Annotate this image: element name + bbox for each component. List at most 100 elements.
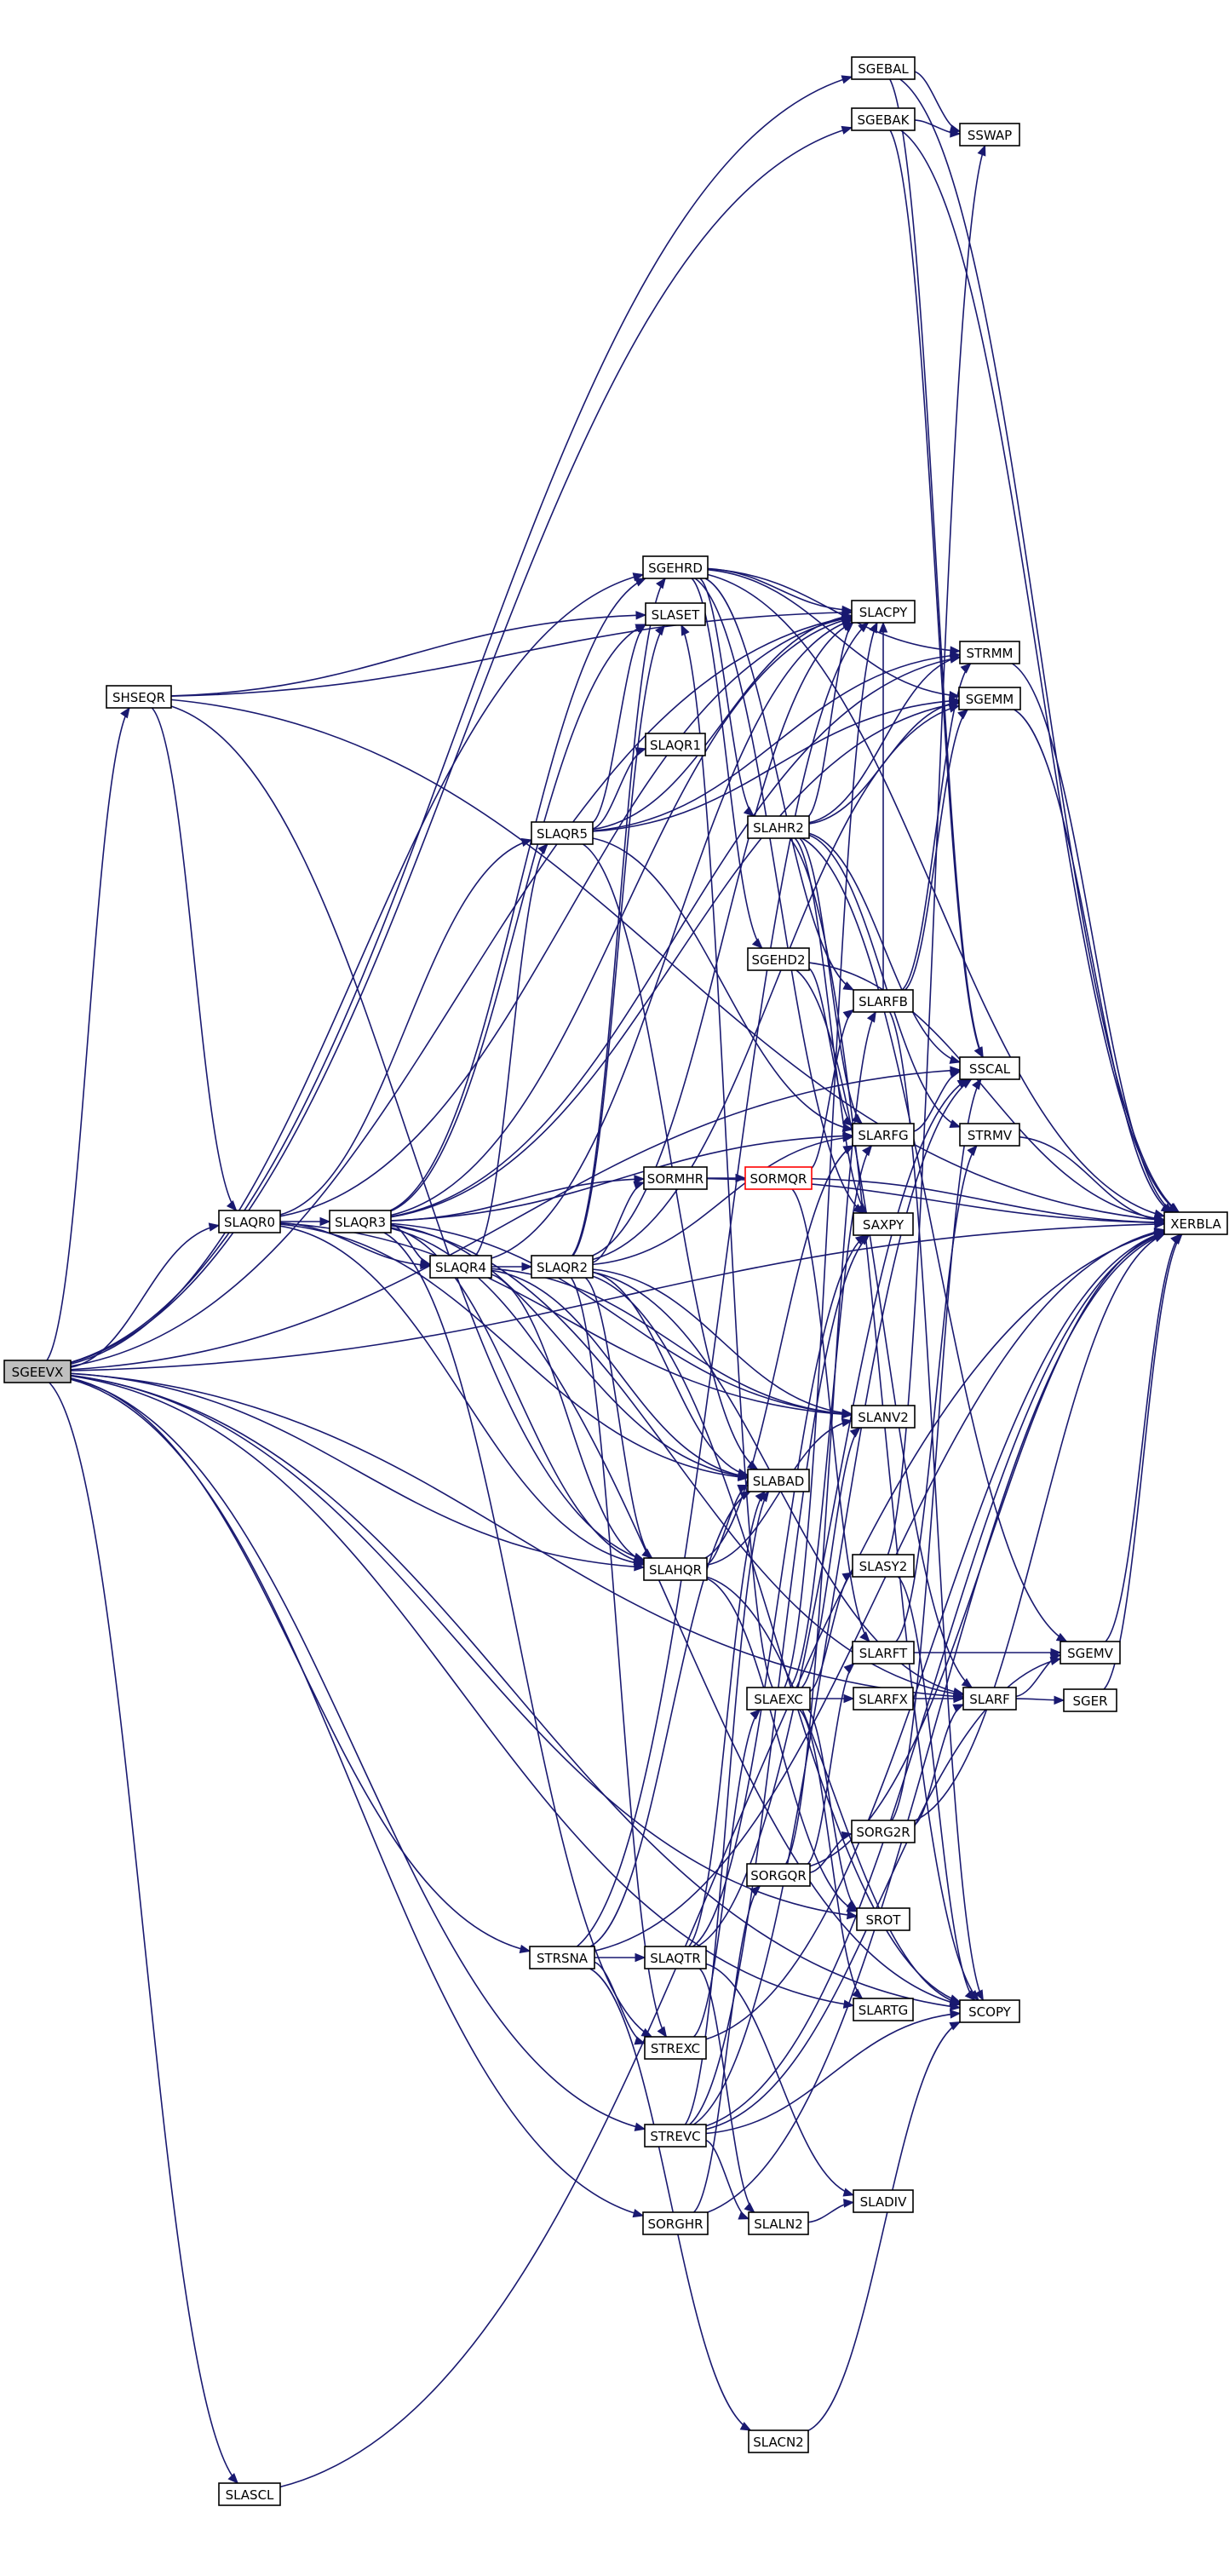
node-box-sgemm[interactable] <box>958 687 1021 710</box>
node-box-slarfx[interactable] <box>853 1687 914 1711</box>
node-slartg[interactable]: SLARTG <box>853 1998 914 2021</box>
node-sgemm[interactable]: SGEMM <box>958 687 1021 710</box>
node-srot[interactable]: SROT <box>856 1907 910 1931</box>
node-box-sscal[interactable] <box>959 1056 1020 1080</box>
node-sorg2r[interactable]: SORG2R <box>851 1820 916 1843</box>
node-box-slabad[interactable] <box>747 1469 810 1492</box>
node-slahr2[interactable]: SLAHR2 <box>747 815 810 839</box>
node-sgebal[interactable]: SGEBAL <box>851 56 916 80</box>
node-slacpy[interactable]: SLACPY <box>851 600 916 624</box>
node-slarfx[interactable]: SLARFX <box>853 1687 914 1711</box>
node-strevc[interactable]: STREVC <box>644 2124 707 2148</box>
node-box-sgemv[interactable] <box>1060 1641 1121 1665</box>
node-box-slartg[interactable] <box>853 1998 914 2021</box>
node-sswap[interactable]: SSWAP <box>959 123 1020 147</box>
node-box-slanv2[interactable] <box>851 1405 916 1429</box>
node-box-slahr2[interactable] <box>747 815 810 839</box>
node-strmm[interactable]: STRMM <box>959 641 1020 664</box>
node-slarfg[interactable]: SLARFG <box>852 1123 915 1147</box>
node-box-slaqr4[interactable] <box>429 1255 492 1279</box>
node-box-slascl[interactable] <box>218 2482 281 2506</box>
node-box-slarfg[interactable] <box>852 1123 915 1147</box>
node-sormhr[interactable]: SORMHR <box>643 1166 708 1190</box>
node-box-slacn2[interactable] <box>748 2429 809 2453</box>
node-box-xerbla[interactable] <box>1163 1211 1228 1235</box>
node-box-sorg2r[interactable] <box>851 1820 916 1843</box>
node-sorghr[interactable]: SORGHR <box>642 2211 709 2235</box>
node-slabad[interactable]: SLABAD <box>747 1469 810 1492</box>
node-box-slaset[interactable] <box>645 602 706 626</box>
node-slaqr3[interactable]: SLAQR3 <box>329 1210 392 1233</box>
node-slarfb[interactable]: SLARFB <box>853 989 914 1013</box>
node-box-sorgqr[interactable] <box>746 1863 811 1887</box>
node-box-slaqtr[interactable] <box>644 1946 707 1969</box>
node-box-slarft[interactable] <box>852 1641 915 1665</box>
node-box-sladiv[interactable] <box>853 2189 914 2213</box>
node-sger[interactable]: SGER <box>1063 1688 1117 1712</box>
node-box-strevc[interactable] <box>644 2124 707 2148</box>
node-sscal[interactable]: SSCAL <box>959 1056 1020 1080</box>
node-scopy[interactable]: SCOPY <box>959 1999 1020 2023</box>
node-slaqr0[interactable]: SLAQR0 <box>218 1210 281 1233</box>
node-box-slaqr2[interactable] <box>531 1255 594 1279</box>
node-box-slaqr3[interactable] <box>329 1210 392 1233</box>
node-box-strsna[interactable] <box>529 1946 595 1969</box>
node-box-sormhr[interactable] <box>643 1166 708 1190</box>
node-box-slaexc[interactable] <box>746 1687 811 1711</box>
node-box-sgehrd[interactable] <box>642 555 709 579</box>
node-box-slacpy[interactable] <box>851 600 916 624</box>
node-box-sorghr[interactable] <box>642 2211 709 2235</box>
node-sgemv[interactable]: SGEMV <box>1060 1641 1121 1665</box>
node-slahqr[interactable]: SLAHQR <box>643 1557 708 1581</box>
node-slaqr1[interactable]: SLAQR1 <box>645 733 706 756</box>
node-slaqtr[interactable]: SLAQTR <box>644 1946 707 1969</box>
node-slarft[interactable]: SLARFT <box>852 1641 915 1665</box>
node-box-slahqr[interactable] <box>643 1557 708 1581</box>
node-slaset[interactable]: SLASET <box>645 602 706 626</box>
node-box-sgeevx[interactable] <box>3 1360 72 1383</box>
node-box-scopy[interactable] <box>959 1999 1020 2023</box>
node-box-slaln2[interactable] <box>748 2211 809 2235</box>
node-strsna[interactable]: STRSNA <box>529 1946 595 1969</box>
node-box-shseqr[interactable] <box>106 685 172 709</box>
node-slaexc[interactable]: SLAEXC <box>746 1687 811 1711</box>
node-box-strmv[interactable] <box>959 1123 1020 1147</box>
node-box-sgebak[interactable] <box>851 107 916 131</box>
node-sladiv[interactable]: SLADIV <box>853 2189 914 2213</box>
node-box-slaqr5[interactable] <box>531 821 594 845</box>
node-xerbla[interactable]: XERBLA <box>1163 1211 1228 1235</box>
node-slacn2[interactable]: SLACN2 <box>748 2429 809 2453</box>
node-box-slarf[interactable] <box>962 1687 1017 1711</box>
node-slaqr5[interactable]: SLAQR5 <box>531 821 594 845</box>
node-box-srot[interactable] <box>856 1907 910 1931</box>
node-strmv[interactable]: STRMV <box>959 1123 1020 1147</box>
node-box-slaqr0[interactable] <box>218 1210 281 1233</box>
node-sormqr[interactable]: SORMQR <box>744 1166 813 1190</box>
node-sgebak[interactable]: SGEBAK <box>851 107 916 131</box>
node-sgehd2[interactable]: SGEHD2 <box>747 947 810 971</box>
node-box-strexc[interactable] <box>644 2036 707 2060</box>
node-box-strmm[interactable] <box>959 641 1020 664</box>
node-slaqr4[interactable]: SLAQR4 <box>429 1255 492 1279</box>
node-slanv2[interactable]: SLANV2 <box>851 1405 916 1429</box>
node-box-saxpy[interactable] <box>853 1212 914 1236</box>
node-box-slasy2[interactable] <box>852 1554 915 1578</box>
node-box-sswap[interactable] <box>959 123 1020 147</box>
node-saxpy[interactable]: SAXPY <box>853 1212 914 1236</box>
node-sgehrd[interactable]: SGEHRD <box>642 555 709 579</box>
node-sgeevx[interactable]: SGEEVX <box>3 1360 72 1383</box>
node-slaln2[interactable]: SLALN2 <box>748 2211 809 2235</box>
node-shseqr[interactable]: SHSEQR <box>106 685 172 709</box>
node-box-slarfb[interactable] <box>853 989 914 1013</box>
node-slasy2[interactable]: SLASY2 <box>852 1554 915 1578</box>
node-box-sgehd2[interactable] <box>747 947 810 971</box>
node-slascl[interactable]: SLASCL <box>218 2482 281 2506</box>
node-slarf[interactable]: SLARF <box>962 1687 1017 1711</box>
node-box-sgebal[interactable] <box>851 56 916 80</box>
node-strexc[interactable]: STREXC <box>644 2036 707 2060</box>
node-sorgqr[interactable]: SORGQR <box>746 1863 811 1887</box>
node-box-sger[interactable] <box>1063 1688 1117 1712</box>
node-box-sormqr[interactable] <box>744 1166 813 1190</box>
node-box-slaqr1[interactable] <box>645 733 706 756</box>
node-slaqr2[interactable]: SLAQR2 <box>531 1255 594 1279</box>
